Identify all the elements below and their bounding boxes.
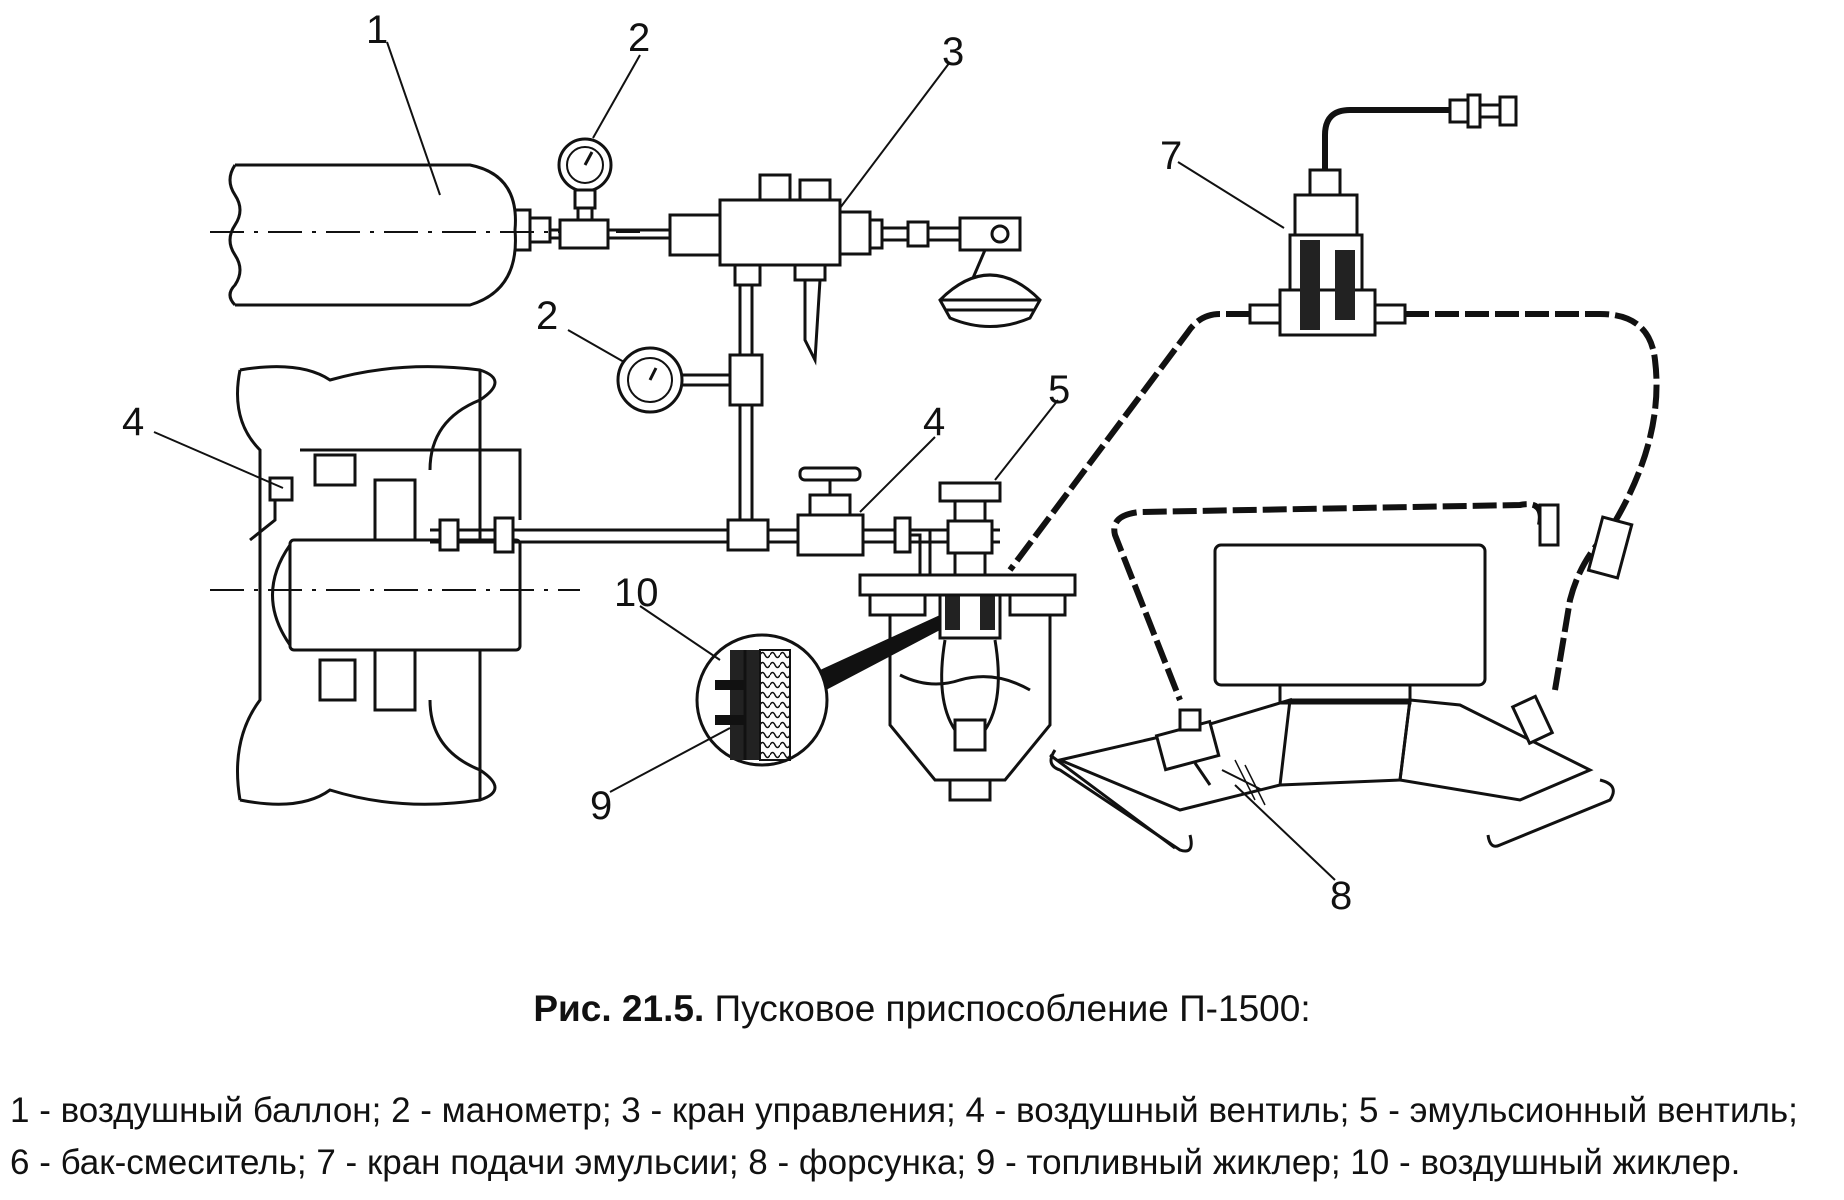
leader-lines — [153, 41, 1336, 881]
upper-pipe-with-gauge — [550, 137, 670, 250]
figure-caption: Рис. 21.5. Пусковое приспособление П-150… — [0, 988, 1844, 1030]
callout-2-top: 2 — [628, 16, 651, 60]
heater-and-nozzles — [1049, 543, 1615, 853]
emulsion-hoses — [1007, 311, 1660, 702]
schematic-diagram: 1 2 3 7 2 5 4 4 10 9 8 — [122, 8, 1660, 918]
callout-8: 8 — [1330, 874, 1353, 918]
legend-line-1: 1 - воздушный баллон; 2 - манометр; 3 - … — [10, 1091, 1798, 1130]
main-air-line — [430, 466, 1000, 575]
legend-line-2: 6 - бак-смеситель; 7 - кран подачи эмуль… — [10, 1143, 1741, 1182]
callout-4-right: 4 — [923, 400, 946, 444]
callout-10: 10 — [614, 571, 659, 615]
callout-4-left: 4 — [122, 400, 145, 444]
callout-9: 9 — [590, 784, 613, 828]
emulsion-supply-valve — [1248, 93, 1518, 337]
diagram-drawing — [153, 41, 1660, 881]
control-valve — [668, 173, 1042, 366]
callout-5: 5 — [1048, 368, 1071, 412]
callout-7: 7 — [1160, 134, 1183, 178]
callout-2-middle: 2 — [536, 294, 559, 338]
callout-1: 1 — [366, 8, 389, 52]
vertical-pipe-with-gauge — [616, 285, 764, 520]
figure-caption-title: Пусковое приспособление П-1500: — [704, 988, 1311, 1029]
air-cylinder-lower — [210, 365, 580, 806]
emulsion-valve-and-mixer — [858, 481, 1077, 802]
jet-detail-zoom — [695, 615, 940, 767]
figure-caption-number: Рис. 21.5. — [533, 988, 705, 1029]
callout-3: 3 — [942, 30, 965, 74]
